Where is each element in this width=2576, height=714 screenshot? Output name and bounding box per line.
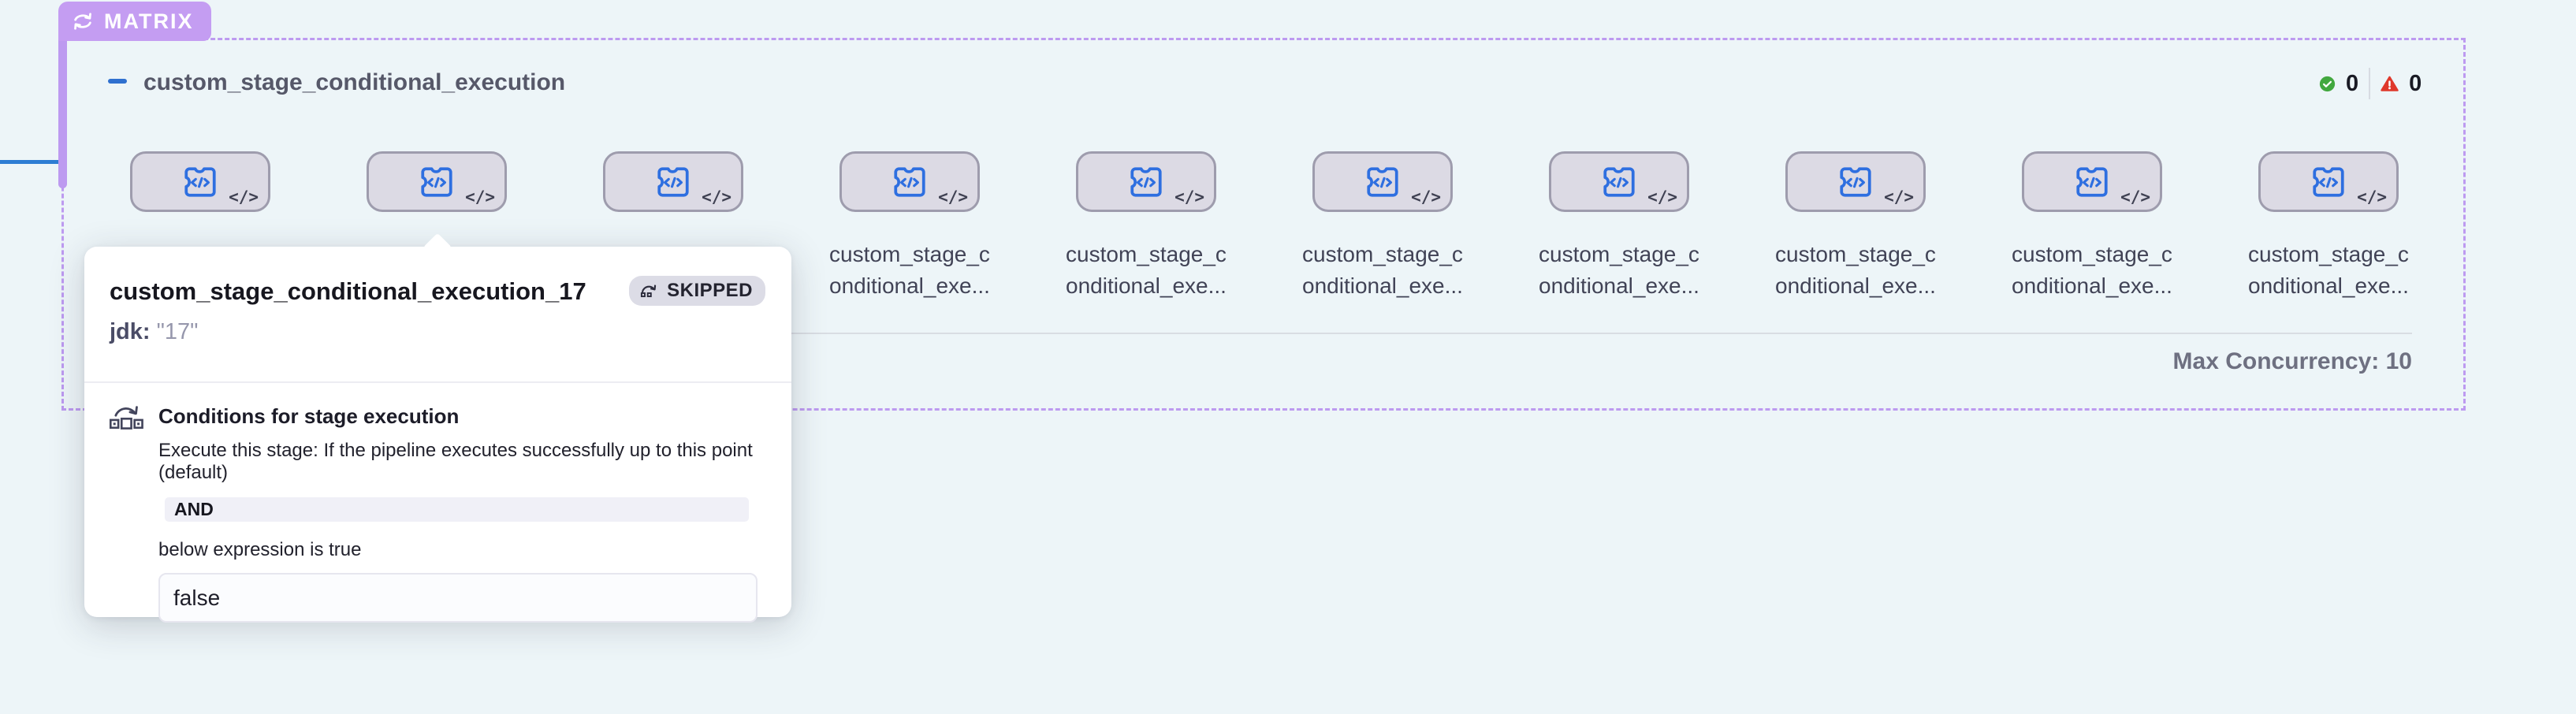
stage-node[interactable]: </> <box>2022 151 2162 212</box>
stage-node-label: custom_stage_c onditional_exe... <box>1066 242 1227 298</box>
param-value: "17" <box>156 319 199 344</box>
custom-stage-icon <box>2313 166 2344 197</box>
stage-node-label: custom_stage_c onditional_exe... <box>1539 242 1699 298</box>
code-glyph: </> <box>1884 188 1914 206</box>
code-glyph: </> <box>2120 188 2150 206</box>
custom-stage-icon <box>2076 166 2108 197</box>
stage-popover: custom_stage_conditional_execution_17 SK… <box>84 232 791 623</box>
pipeline-connector-line <box>0 160 62 164</box>
matrix-badge-label: MATRIX <box>104 9 194 33</box>
stage-node-label: custom_stage_c onditional_exe... <box>2248 242 2409 298</box>
skipped-icon <box>641 284 657 298</box>
stage-node[interactable]: </> <box>839 151 980 212</box>
custom-stage-icon <box>184 166 216 197</box>
custom-stage-icon <box>1130 166 1162 197</box>
stage-parameter: jdk: "17" <box>84 309 791 344</box>
status-badge-label: SKIPPED <box>667 280 753 301</box>
stage-group-title: custom_stage_conditional_execution <box>143 69 566 95</box>
code-glyph: </> <box>2357 188 2387 206</box>
custom-stage-icon <box>894 166 925 197</box>
footer-divider <box>114 333 2412 334</box>
status-summary: 0 0 <box>2319 68 2422 99</box>
code-glyph: </> <box>229 188 259 206</box>
param-key: jdk: <box>110 319 151 344</box>
stage-node-label: custom_stage_c onditional_exe... <box>1302 242 1463 298</box>
code-glyph: </> <box>1647 188 1677 206</box>
popover-title: custom_stage_conditional_execution_17 <box>110 277 586 305</box>
stage-node[interactable]: </> <box>1785 151 1926 212</box>
success-count: 0 <box>2346 70 2359 96</box>
stage-node[interactable]: </> <box>1076 151 1216 212</box>
code-glyph: </> <box>1411 188 1441 206</box>
conditional-execution-icon <box>109 406 143 430</box>
warning-count: 0 <box>2409 70 2422 96</box>
stage-node[interactable]: </> <box>367 151 507 212</box>
stage-node[interactable]: </> <box>1312 151 1453 212</box>
popover-divider <box>84 381 791 383</box>
matrix-group-container <box>61 38 2466 411</box>
matrix-badge-stem <box>58 24 67 188</box>
custom-stage-icon <box>1840 166 1871 197</box>
custom-stage-icon <box>421 166 452 197</box>
conditions-description: Execute this stage: If the pipeline exec… <box>158 440 753 483</box>
code-glyph: </> <box>702 188 731 206</box>
code-glyph: </> <box>1174 188 1204 206</box>
stage-node[interactable]: </> <box>1549 151 1689 212</box>
custom-stage-icon <box>657 166 689 197</box>
operator-bar: AND <box>165 497 749 522</box>
matrix-badge: MATRIX <box>58 2 211 41</box>
collapse-button[interactable] <box>108 79 127 84</box>
stage-node[interactable]: </> <box>603 151 743 212</box>
stage-node[interactable]: </> <box>130 151 270 212</box>
stage-node-label: custom_stage_c onditional_exe... <box>2012 242 2172 298</box>
stage-node-label: custom_stage_c onditional_exe... <box>829 242 990 298</box>
loop-icon <box>74 13 91 30</box>
warning-triangle-icon <box>2381 76 2399 91</box>
custom-stage-icon <box>1603 166 1635 197</box>
code-glyph: </> <box>938 188 968 206</box>
conditions-subtext: below expression is true <box>158 539 362 560</box>
max-concurrency-label: Max Concurrency: 10 <box>2172 348 2412 374</box>
code-glyph: </> <box>465 188 495 206</box>
custom-stage-icon <box>1367 166 1398 197</box>
expression-value-box: false <box>158 573 758 623</box>
status-badge: SKIPPED <box>629 276 765 306</box>
stage-node-label: custom_stage_c onditional_exe... <box>1775 242 1936 298</box>
conditions-heading: Conditions for stage execution <box>158 403 460 428</box>
stage-node[interactable]: </> <box>2258 151 2399 212</box>
success-check-icon <box>2319 76 2336 91</box>
status-divider <box>2369 68 2371 99</box>
